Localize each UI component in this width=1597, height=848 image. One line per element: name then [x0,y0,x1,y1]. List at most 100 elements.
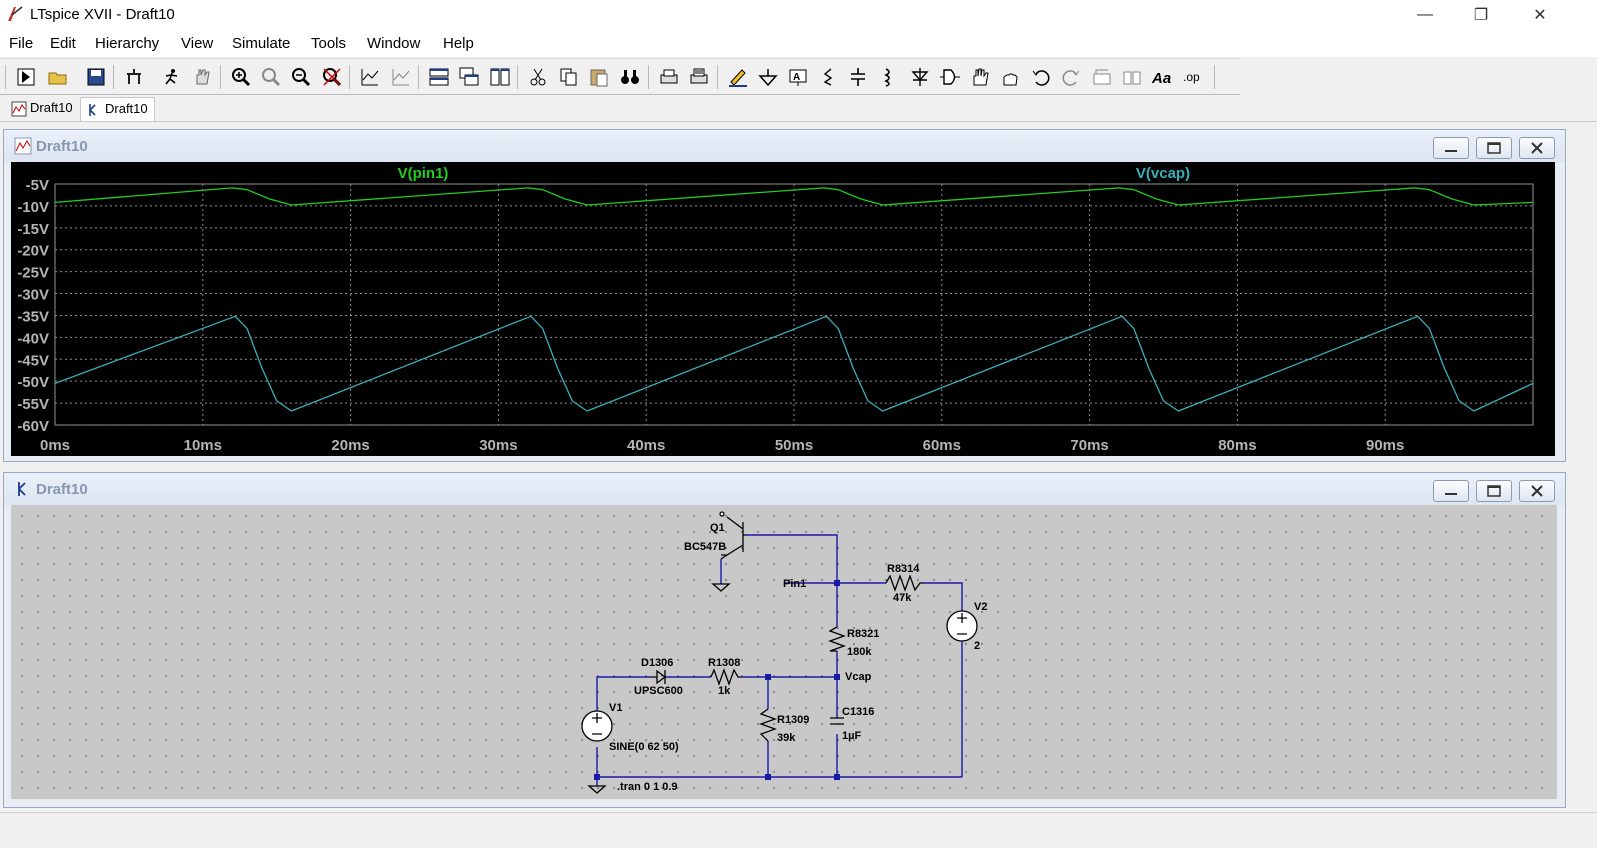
label-r1308-value: 1k [718,685,731,697]
menu-tools[interactable]: Tools [311,35,347,52]
restore-button[interactable]: ❐ [1453,0,1509,30]
tile-vertical-icon[interactable] [487,64,513,90]
schematic-canvas[interactable]: Q1 BC547B Pin1 R8314 47k V2 2 R8321 180k… [11,505,1557,799]
voltage-source-v1[interactable] [581,710,613,742]
move-icon[interactable] [967,64,993,90]
trace-vpin1[interactable] [54,187,1534,206]
schematic-svg: Q1 BC547B Pin1 R8314 47k V2 2 R8321 180k… [581,511,987,794]
voltage-source-v2[interactable] [946,610,978,642]
inductor-icon[interactable] [875,64,901,90]
print-setup-icon[interactable] [686,64,712,90]
resistor-r1308[interactable] [710,668,741,686]
x-tick-label: 90ms [1366,437,1404,454]
status-bar [0,812,1597,848]
menu-simulate[interactable]: Simulate [232,35,291,52]
text-icon[interactable]: Aa [1149,64,1175,90]
y-tick-label: -10V [17,199,49,216]
drag-icon[interactable] [997,64,1023,90]
legend-vpin1[interactable]: V(pin1) [398,165,449,182]
save-icon[interactable] [83,64,109,90]
resistor-r8314[interactable] [885,574,924,592]
menu-view[interactable]: View [181,35,214,52]
transistor-q1[interactable] [719,511,746,560]
spice-directive-icon[interactable]: .op [1180,64,1206,90]
waveform-maximize-button[interactable] [1476,137,1512,159]
capacitor-icon[interactable] [845,64,871,90]
resistor-icon[interactable] [815,64,841,90]
zoom-out-icon[interactable] [288,64,314,90]
cut-icon[interactable] [525,64,551,90]
control-panel-icon[interactable] [121,64,147,90]
schematic-maximize-button[interactable] [1476,480,1512,502]
schematic-minimize-button[interactable] [1433,480,1469,502]
window-title: LTspice XVII - Draft10 [30,6,175,23]
paste-icon[interactable] [586,64,612,90]
menu-edit[interactable]: Edit [50,35,76,52]
tab-label: Draft10 [105,101,148,116]
menu-hierarchy[interactable]: Hierarchy [95,35,160,52]
net-label-pin1[interactable]: Pin1 [783,578,806,590]
draw-wire-icon[interactable] [725,64,751,90]
y-tick-label: -55V [17,396,49,413]
zoom-full-icon[interactable] [258,64,284,90]
tile-horizontal-icon[interactable] [426,64,452,90]
autorange-icon[interactable] [357,64,383,90]
ground-icon[interactable] [755,64,781,90]
legend-vcap[interactable]: V(vcap) [1136,165,1190,182]
label-v1-value: SINE(0 62 50) [609,741,679,753]
waveform-close-button[interactable] [1519,137,1555,159]
schematic-close-button[interactable] [1519,480,1555,502]
label-net-icon[interactable]: A [785,64,811,90]
redo-icon[interactable] [1058,64,1084,90]
minimize-button[interactable]: — [1397,0,1453,30]
waveform-window-header: Draft10 [4,130,1565,162]
waveform-minimize-button[interactable] [1433,137,1469,159]
spice-directive-tran[interactable]: .tran 0 1 0.9 [617,781,678,793]
capacitor-c1316[interactable] [830,717,844,725]
net-label-vcap[interactable]: Vcap [845,671,872,683]
label-r8314-name: R8314 [887,563,920,575]
menu-window[interactable]: Window [367,35,421,52]
run-icon[interactable] [159,64,185,90]
x-tick-label: 50ms [775,437,813,454]
component-icon[interactable] [937,64,963,90]
x-tick-label: 20ms [331,437,369,454]
ground-q1[interactable] [711,583,731,592]
print-icon[interactable] [656,64,682,90]
y-tick-label: -35V [17,308,49,325]
resistor-r1309[interactable] [759,708,777,742]
close-button[interactable]: ✕ [1512,0,1568,30]
y-tick-label: -20V [17,243,49,260]
diode-icon[interactable] [907,64,933,90]
restore-icon: ❐ [1473,7,1489,24]
x-tick-label: 70ms [1070,437,1108,454]
zoom-cancel-icon[interactable] [319,64,345,90]
cascade-icon[interactable] [456,64,482,90]
tab-waveform[interactable]: Draft10 [6,97,79,121]
waveform-svg: -5V-10V-15V-20V-25V-30V-35V-40V-45V-50V-… [17,165,1534,454]
ground-v1[interactable] [587,785,607,794]
manual-limits-icon[interactable] [388,64,414,90]
trace-vvcap[interactable] [54,315,1534,412]
undo-icon[interactable] [1028,64,1054,90]
mirror-icon[interactable] [1119,64,1145,90]
label-v2-value: 2 [974,640,980,652]
menu-help[interactable]: Help [443,35,474,52]
label-d1306-name: D1306 [641,657,673,669]
tab-schematic[interactable]: Draft10 [80,97,155,121]
schematic-icon [18,482,26,496]
label-r8321-name: R8321 [847,628,879,640]
copy-icon[interactable] [556,64,582,90]
zoom-in-icon[interactable] [228,64,254,90]
find-icon[interactable] [617,64,643,90]
new-schematic-icon[interactable] [13,64,39,90]
label-r8314-value: 47k [893,592,912,604]
open-icon[interactable] [45,64,71,90]
menu-file[interactable]: File [9,35,34,52]
diode-d1306[interactable] [651,669,667,685]
waveform-plot[interactable]: -5V-10V-15V-20V-25V-30V-35V-40V-45V-50V-… [11,162,1555,456]
title-bar: LTspice XVII - Draft10 — ❐ ✕ [0,0,1597,30]
halt-icon[interactable] [189,64,215,90]
resistor-r8321[interactable] [828,626,846,652]
rotate-icon[interactable] [1089,64,1115,90]
